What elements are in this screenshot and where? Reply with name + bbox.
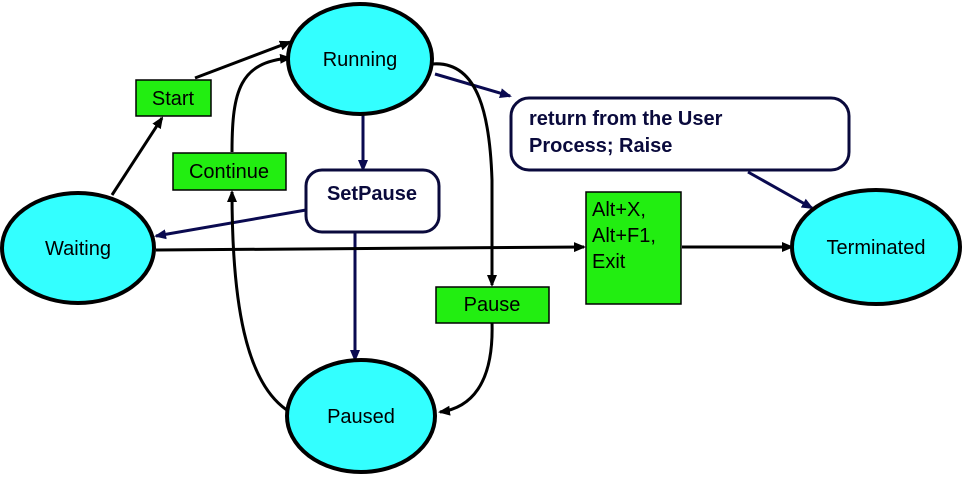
edge-callout-to-terminated (747, 170, 814, 210)
state-running-label: Running (323, 49, 398, 71)
state-paused: Paused (285, 358, 437, 474)
event-continue-label: Continue (189, 161, 269, 183)
event-exit-keys: Alt+X, Alt+F1, Exit (585, 191, 682, 305)
state-paused-label: Paused (327, 406, 395, 428)
edge-pause-to-paused (438, 321, 494, 416)
edge-waiting-to-exit (155, 242, 586, 253)
event-exit-line3: Exit (592, 251, 626, 273)
edge-continue-to-running (230, 53, 292, 153)
event-pause-label: Pause (464, 294, 521, 316)
event-start-label: Start (152, 88, 195, 110)
event-exit-line1: Alt+X, (592, 199, 646, 221)
state-running: Running (286, 2, 434, 116)
edge-waiting-to-start (110, 116, 164, 196)
callout-setpause-label: SetPause (327, 183, 417, 205)
callout-setpause: SetPause (304, 168, 441, 234)
event-exit-line2: Alt+F1, (592, 225, 656, 247)
edge-paused-to-continue (227, 190, 291, 414)
callout-return: return from the User Process; Raise (509, 96, 851, 172)
state-waiting: Waiting (0, 191, 156, 305)
event-continue: Continue (172, 152, 287, 191)
callout-return-line2: Process; Raise (529, 135, 672, 157)
state-waiting-label: Waiting (45, 238, 111, 260)
event-pause: Pause (435, 286, 550, 324)
edge-start-to-running (194, 40, 292, 80)
state-terminated-label: Terminated (827, 237, 926, 259)
callout-return-line1: return from the User (529, 108, 723, 130)
state-terminated: Terminated (790, 188, 962, 306)
edge-running-to-pause (431, 62, 497, 287)
event-start: Start (135, 79, 212, 117)
